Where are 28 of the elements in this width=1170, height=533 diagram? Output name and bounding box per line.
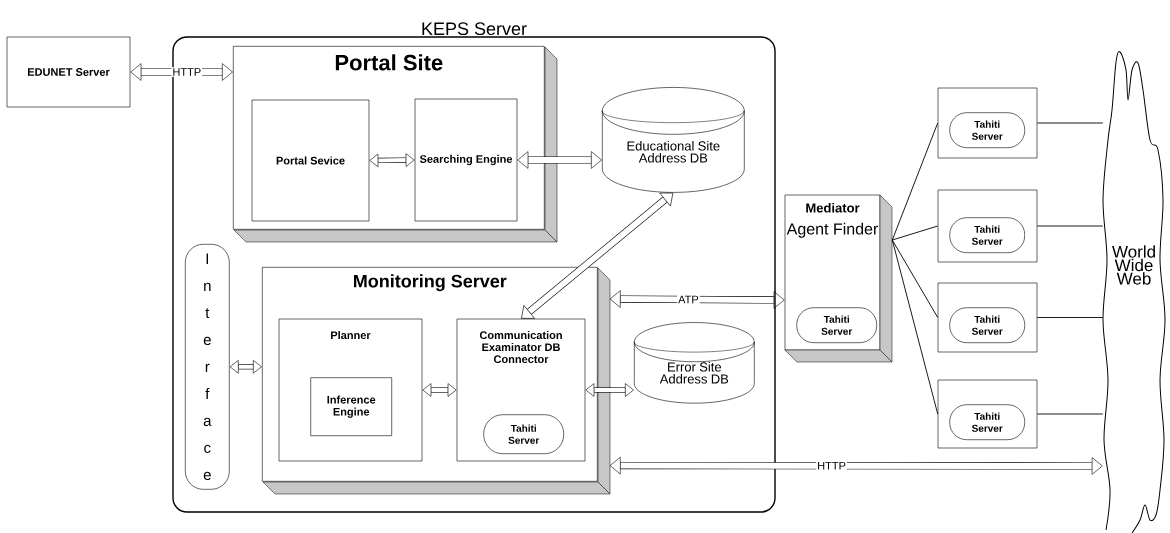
cloud: World Wide Web <box>1102 51 1166 533</box>
edge-label: HTTP <box>171 67 203 77</box>
interface-bar: Interface <box>185 244 230 490</box>
node-label: KEPS Server <box>422 22 527 36</box>
double-arrow <box>521 192 674 319</box>
connector-line <box>891 225 939 241</box>
connector-line <box>1036 122 1104 124</box>
double-arrow <box>369 153 415 168</box>
double-arrow <box>609 456 1103 475</box>
server-box: EDUNET Server <box>6 36 131 108</box>
connector-line <box>891 122 939 241</box>
database-cylinder: Educational Site Address DB <box>601 87 745 193</box>
connector-line <box>1036 225 1104 227</box>
connector-line <box>891 239 939 415</box>
double-arrow <box>517 151 602 169</box>
connector-line <box>891 239 939 318</box>
edge-label: ATP <box>677 294 700 305</box>
engine-box: Inference Engine <box>310 377 392 436</box>
database-cylinder: Error Site Address DB <box>633 322 755 404</box>
double-arrow <box>422 383 457 397</box>
edge-label: HTTP <box>816 461 847 471</box>
service-box: Portal Sevice <box>251 99 370 222</box>
double-arrow <box>609 290 785 309</box>
engine-box: Searching Engine <box>414 98 518 222</box>
double-arrow <box>585 383 634 397</box>
double-arrow <box>229 360 262 374</box>
connector-line <box>1036 317 1104 318</box>
connector-line <box>1036 413 1104 415</box>
